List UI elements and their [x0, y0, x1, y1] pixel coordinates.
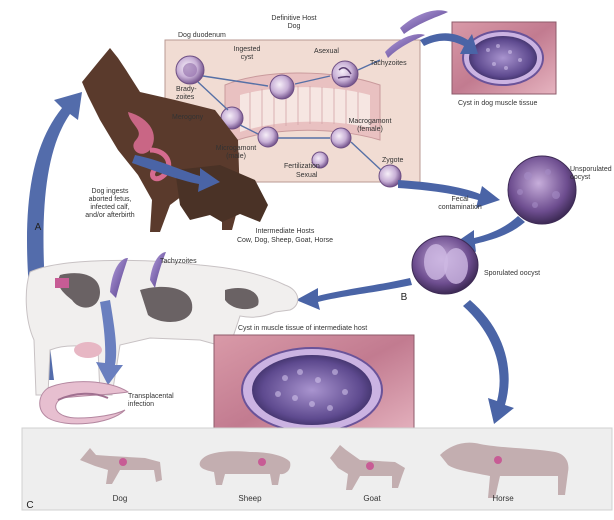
tachyzoites-label: Tachyzoites — [370, 60, 407, 68]
asexual-label: Asexual — [314, 48, 339, 56]
duodenum-label: Dog duodenum — [178, 32, 226, 40]
merogony-label: Merogony — [172, 114, 203, 122]
panel-letter-c: C — [24, 500, 36, 511]
unsporulated-oocyst — [508, 156, 576, 224]
sporulated-oocyst — [412, 236, 478, 294]
definitive-host-title: Definitive Host Dog — [254, 15, 334, 31]
unsporulated-oocyst-label: Unsporulated oocyst — [570, 166, 612, 182]
fecal-contamination-label: Fecal contamination — [430, 196, 490, 212]
intermediate-cyst-image — [214, 335, 414, 438]
sexual-label: Sexual — [296, 172, 317, 180]
panel-letter-a: A — [32, 222, 44, 233]
intermediate-cyst-label: Cyst in muscle tissue of intermediate ho… — [238, 325, 367, 333]
macrogamont-label: Macrogamont (female) — [340, 118, 400, 134]
bradyzoites-label: Brady- zoites — [176, 86, 197, 102]
intermediate-hosts-title: Intermediate Hosts — [240, 228, 330, 236]
microgamont-label: Microgamont (male) — [208, 145, 264, 161]
intermediate-hosts-species: Cow, Dog, Sheep, Goat, Horse — [220, 237, 350, 245]
dog-ingests-label: Dog ingests aborted fetus, infected calf… — [70, 188, 150, 220]
host-label-goat: Goat — [352, 494, 392, 503]
tachyzoites-cow-label: Tachyzoites — [160, 258, 197, 266]
fertilization-label: Fertilization — [284, 163, 320, 171]
panel-letter-b: B — [398, 292, 410, 303]
zygote-label: Zygote — [382, 157, 403, 165]
dog-muscle-cyst-image — [452, 22, 556, 94]
aborted-fetus — [40, 382, 128, 424]
sporulated-oocyst-label: Sporulated oocyst — [484, 270, 540, 278]
host-label-dog: Dog — [100, 494, 140, 503]
transplacental-label: Transplacental infection — [128, 393, 174, 409]
ingested-cyst-label: Ingested cyst — [224, 46, 270, 62]
dog-muscle-cyst-label: Cyst in dog muscle tissue — [458, 100, 537, 108]
host-label-sheep: Sheep — [225, 494, 275, 503]
host-label-horse: Horse — [478, 494, 528, 503]
